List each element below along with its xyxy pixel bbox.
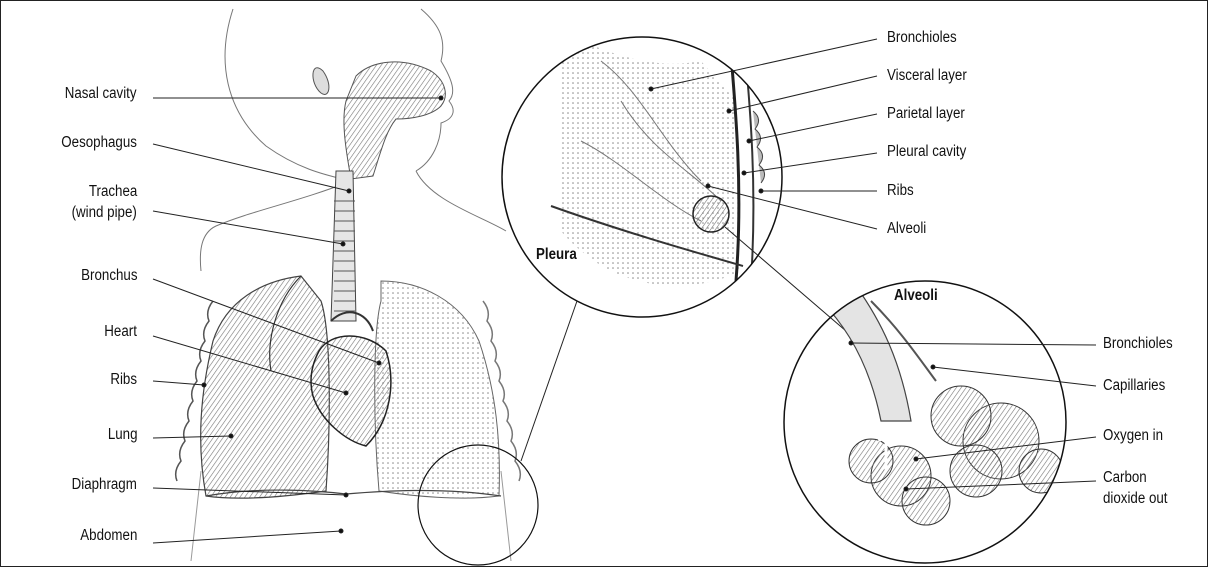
label-carbon-line1: Carbon [1103,469,1147,487]
pleura-detail [551,31,765,286]
label-pleura-bronchioles: Bronchioles [887,29,957,47]
label-visceral-layer: Visceral layer [887,67,967,85]
label-lung: Lung [107,426,137,444]
label-pleura-alveoli: Alveoli [887,220,926,238]
label-parietal-layer: Parietal layer [887,105,965,123]
label-ribs: Ribs [110,371,137,389]
label-carbon-line2: dioxide out [1103,490,1167,508]
label-abdomen: Abdomen [80,527,137,545]
label-diaphragm: Diaphragm [72,476,137,494]
label-pleura-ribs: Ribs [887,182,914,200]
alveoli-title: Alveoli [894,287,938,305]
label-alveoli-bronchioles: Bronchioles [1103,335,1173,353]
head-interior [344,62,445,179]
label-heart: Heart [104,323,137,341]
label-trachea-line2: (wind pipe) [72,204,137,222]
label-pleural-cavity: Pleural cavity [887,143,966,161]
right-lung [375,281,500,498]
label-oesophagus: Oesophagus [61,134,137,152]
label-nasal-cavity: Nasal cavity [65,85,137,103]
pleura-title: Pleura [536,246,577,264]
alveoli-detail [821,286,1063,525]
label-trachea-line1: Trachea [89,183,137,201]
label-oxygen-in: Oxygen in [1103,427,1163,445]
ear [313,68,329,95]
label-capillaries: Capillaries [1103,377,1165,395]
label-bronchus: Bronchus [81,267,137,285]
left-lung [201,276,330,498]
